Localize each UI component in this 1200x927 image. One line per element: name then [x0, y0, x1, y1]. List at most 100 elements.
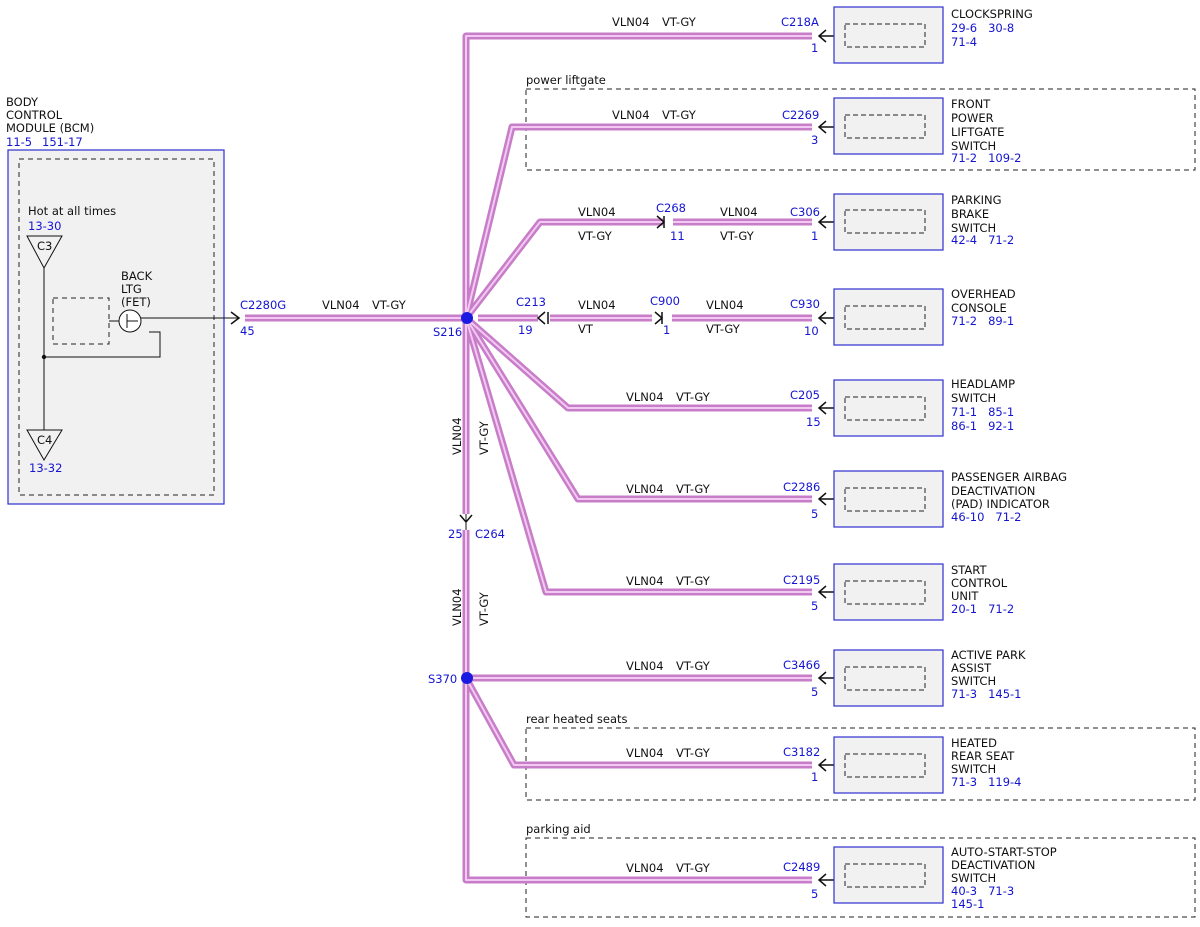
park-assist-name-1: ACTIVE PARK: [951, 648, 1026, 662]
headlamp-name-1: HEADLAMP: [951, 377, 1015, 391]
liftgate-wire-circuit: VLN04: [612, 108, 650, 122]
parking-brake-ref-1: 42-4 71-2: [951, 233, 1014, 247]
c3-label: C3: [37, 239, 52, 253]
rear-heated-seats-group-box: [525, 727, 1196, 801]
c4-label: C4: [37, 433, 52, 447]
headlamp-module: [833, 379, 944, 437]
c3182-pin: 1: [811, 770, 818, 784]
start-control-ref-1: 20-1 71-2: [951, 602, 1014, 616]
auto-stop-wire-circuit: VLN04: [626, 861, 664, 875]
c2286-label: C2286: [783, 480, 820, 494]
pad-wire-color: VT-GY: [676, 482, 711, 496]
c2489-label: C2489: [783, 860, 820, 874]
bcm-title-line-2: CONTROL: [6, 108, 63, 122]
trunk-upper-color: VT-GY: [477, 420, 491, 455]
overhead-wire1-circuit: VLN04: [578, 298, 616, 312]
c4-ref: 13-32: [29, 461, 62, 475]
row-rear-seat: VLN04 VT-GY C3182 1 HEATED REAR SEAT SWI…: [626, 736, 1021, 794]
headlamp-name-2: SWITCH: [951, 391, 996, 405]
c2269-pin: 3: [811, 133, 818, 147]
row-headlamp: VLN04 VT-GY C205 15 HEADLAMP SWITCH 71-1…: [626, 377, 1015, 437]
c2195-label: C2195: [783, 573, 820, 587]
c213-arrow-icon: [536, 311, 549, 325]
row-park-assist: VLN04 VT-GY C3466 5 ACTIVE PARK ASSIST S…: [626, 648, 1026, 707]
splice-s370: [461, 672, 473, 684]
bcm-inner-dashed: [18, 158, 215, 496]
splice-s370-label: S370: [428, 672, 457, 686]
overhead-wire2-color: VT-GY: [706, 322, 741, 336]
start-control-wire-circuit: VLN04: [626, 574, 664, 588]
parking-brake-inner-dashed: [844, 209, 926, 234]
overhead-wire1-color: VT: [578, 322, 594, 336]
row-pad: VLN04 VT-GY C2286 5 PASSENGER AIRBAG DEA…: [626, 470, 1067, 528]
c3182-label: C3182: [783, 745, 820, 759]
liftgate-name-2: POWER: [951, 111, 994, 125]
rear-seat-ref-1: 71-3 119-4: [951, 775, 1021, 789]
c268-arrow-icon: [656, 215, 666, 229]
liftgate-name-4: SWITCH: [951, 139, 996, 153]
auto-stop-name-3: SWITCH: [951, 871, 996, 885]
auto-stop-ref-2: 145-1: [951, 897, 984, 911]
bcm-title-line-1: BODY: [6, 95, 39, 109]
park-assist-ref-1: 71-3 145-1: [951, 687, 1021, 701]
auto-stop-ref-1: 40-3 71-3: [951, 884, 1014, 898]
hot-at-all-times-label: Hot at all times: [28, 204, 116, 218]
rear-seat-name-2: REAR SEAT: [951, 749, 1015, 763]
bcm-ref-1: 11-5: [6, 135, 32, 149]
c3-ref: 13-30: [28, 219, 61, 233]
rear-heated-seats-group-label: rear heated seats: [526, 712, 628, 726]
c2280g-pin: 45: [240, 324, 255, 338]
start-control-name-2: CONTROL: [951, 576, 1008, 590]
park-assist-wire-color: VT-GY: [676, 659, 711, 673]
park-assist-inner-dashed: [844, 666, 926, 691]
c264-pin: 25: [448, 527, 463, 541]
overhead-name-1: OVERHEAD: [951, 287, 1016, 301]
parking-aid-group-label: parking aid: [526, 822, 591, 836]
fet-label-line-1: BACK: [121, 269, 153, 283]
fet-label-line-2: LTG: [121, 282, 142, 296]
row-start-control: VLN04 VT-GY C2195 5 START CONTROL UNIT 2…: [626, 563, 1014, 621]
clockspring-name-1: CLOCKSPRING: [951, 7, 1033, 21]
c2280g-arrow-icon: [230, 311, 241, 325]
pad-wire-circuit: VLN04: [626, 482, 664, 496]
power-liftgate-group-label: power liftgate: [526, 73, 606, 87]
parking-brake-wire2-circuit: VLN04: [720, 205, 758, 219]
parking-brake-wire1-color: VT-GY: [578, 229, 613, 243]
headlamp-ref-1: 71-1 85-1: [951, 405, 1014, 419]
row-auto-stop: VLN04 VT-GY C2489 5 AUTO-START-STOP DEAC…: [626, 845, 1057, 911]
c930-pin: 10: [804, 324, 819, 338]
splice-s216: [461, 312, 473, 324]
bcm-ref-2: 151-17: [42, 135, 83, 149]
park-assist-name-2: ASSIST: [951, 661, 992, 675]
headlamp-inner-dashed: [844, 396, 926, 421]
rear-seat-wire-color: VT-GY: [676, 746, 711, 760]
bcm-module: BODY CONTROL MODULE (BCM) 11-5 151-17 Ho…: [6, 95, 286, 505]
start-control-wire-color: VT-GY: [676, 574, 711, 588]
c205-label: C205: [790, 388, 820, 402]
start-control-inner-dashed: [844, 580, 926, 605]
rear-seat-module: [833, 736, 944, 794]
auto-stop-name-2: DEACTIVATION: [951, 858, 1035, 872]
clockspring-ref-2: 71-4: [951, 35, 977, 49]
c2286-pin: 5: [811, 507, 818, 521]
clockspring-module: [833, 6, 944, 64]
auto-stop-module: [833, 846, 944, 904]
liftgate-ref-1: 71-2 109-2: [951, 151, 1021, 165]
row-overhead: C213 19 VLN04 VT C900 1 VLN04 VT-GY C930…: [516, 287, 1016, 346]
auto-stop-name-1: AUTO-START-STOP: [951, 845, 1057, 859]
parking-aid-group-box: [525, 837, 1196, 918]
headlamp-ref-2: 86-1 92-1: [951, 419, 1014, 433]
liftgate-module: [833, 97, 944, 155]
rear-seat-name-3: SWITCH: [951, 762, 996, 776]
bcm-junction-dot: [41, 354, 47, 360]
start-control-module: [833, 563, 944, 621]
park-assist-name-3: SWITCH: [951, 674, 996, 688]
pad-name-1: PASSENGER AIRBAG: [951, 470, 1067, 484]
c268-pin: 11: [670, 229, 685, 243]
c900-label: C900: [650, 294, 680, 308]
parking-brake-name-2: BRAKE: [951, 207, 989, 221]
fet-label-line-3: (FET): [121, 295, 151, 309]
c306-pin: 1: [811, 229, 818, 243]
auto-stop-inner-dashed: [844, 863, 926, 888]
rear-seat-inner-dashed: [844, 753, 926, 778]
